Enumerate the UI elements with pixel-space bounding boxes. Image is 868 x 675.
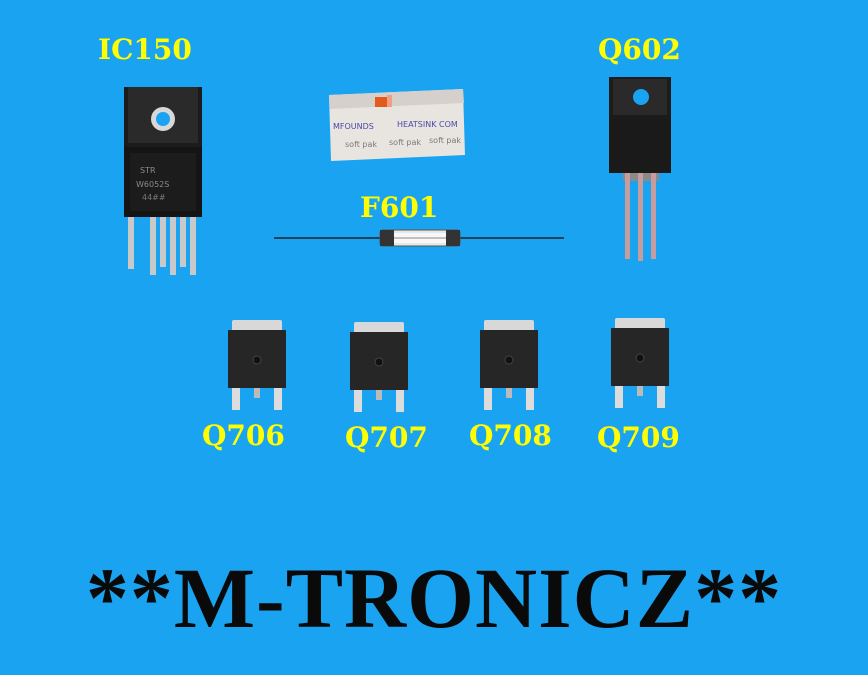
heatsink-packet-image: MFOUNDS HEATSINK COM soft pak soft pak s…: [329, 89, 465, 161]
packet-text-3: soft pak: [345, 140, 377, 149]
q708-transistor-image: [480, 320, 538, 410]
ic150-chip-image: STR W6052S 44##: [124, 87, 202, 275]
q602-label: Q602: [598, 33, 681, 66]
packet-text-1: MFOUNDS: [333, 122, 374, 131]
q707-transistor-image: [350, 322, 408, 412]
ic150-marking-line2: W6052S: [136, 180, 169, 189]
q706-label: Q706: [202, 419, 285, 452]
packet-text-2: HEATSINK COM: [397, 120, 458, 129]
brand-title: **M-TRONICZ**: [85, 550, 783, 646]
ic150-marking-line1: STR: [140, 166, 156, 175]
q707-label: Q707: [345, 421, 428, 454]
q709-transistor-image: [611, 318, 669, 408]
ic150-marking-line3: 44##: [142, 193, 166, 202]
q708-label: Q708: [469, 419, 552, 452]
q602-transistor-image: [609, 77, 671, 261]
packet-text-4: soft pak: [389, 138, 421, 147]
ic150-label: IC150: [98, 33, 192, 66]
q709-label: Q709: [597, 421, 680, 454]
f601-label: F601: [360, 191, 439, 224]
f601-fuse-image: [274, 229, 564, 247]
packet-text-5: soft pak: [429, 136, 461, 145]
q706-transistor-image: [228, 320, 286, 410]
